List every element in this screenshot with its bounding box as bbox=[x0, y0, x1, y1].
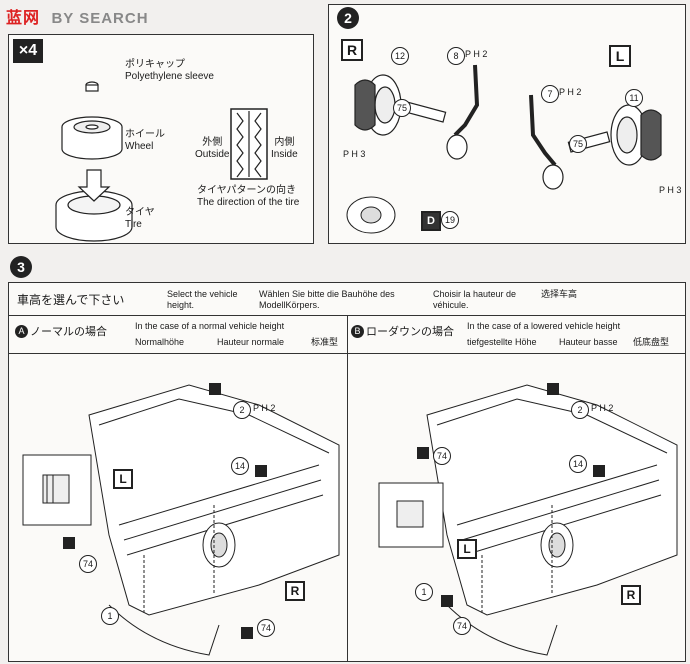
inside-jp: 内側 bbox=[274, 137, 295, 148]
option-b-de: tiefgestellte Höhe bbox=[467, 337, 537, 347]
count-badge: ×4 bbox=[13, 39, 43, 63]
b-part-74-callout-b: 74 bbox=[453, 617, 471, 635]
a-part-14-callout: 14 bbox=[231, 457, 249, 475]
b-left-marker: L bbox=[457, 539, 477, 559]
b-part-14-callout: 14 bbox=[569, 455, 587, 473]
option-b-cn: 低底盘型 bbox=[633, 337, 670, 347]
option-b-fr: Hauteur basse bbox=[559, 337, 618, 347]
option-a-cn: 标准型 bbox=[311, 337, 339, 347]
watermark-left: 蓝网 bbox=[6, 10, 41, 27]
option-b-header: B ローダウンの場合 bbox=[351, 323, 454, 339]
part-8-callout: 8 bbox=[447, 47, 465, 65]
sleeve-jp: ポリキャップ bbox=[125, 59, 185, 70]
b-part-74-callout-a: 74 bbox=[433, 447, 451, 465]
select-height-cn: 选择车高 bbox=[541, 289, 578, 299]
b-ph2-label: P H 2 bbox=[591, 403, 614, 413]
step3-number: 3 bbox=[10, 256, 32, 278]
ph3-label-b: P H 3 bbox=[659, 185, 682, 195]
wheel-jp: ホイール bbox=[125, 129, 165, 140]
chassis-normal-illustration bbox=[22, 383, 340, 656]
inside-label: 内側 Inside bbox=[271, 137, 298, 161]
decal-d-marker: D bbox=[421, 211, 441, 231]
step1-panel: ×4 ポリキャップ Polyethylene sleeve ホイール Wheel… bbox=[8, 34, 314, 244]
option-a-de: Normalhöhe bbox=[135, 337, 185, 347]
sleeve-en: Polyethylene sleeve bbox=[125, 71, 214, 82]
direction-jp: タイヤパターンの向き bbox=[197, 185, 296, 196]
tire-en: Tire bbox=[125, 219, 142, 230]
step2-panel: 2 R L 12 8 P H 2 75 P H 3 7 P H 2 11 75 … bbox=[328, 4, 686, 244]
a-ph2-label: P H 2 bbox=[253, 403, 276, 413]
option-b-jp: ローダウンの場合 bbox=[366, 326, 454, 338]
option-a-en: In the case of a normal vehicle height bbox=[135, 321, 285, 331]
select-height-de: Wählen Sie bitte die Bauhöhe des ModellK… bbox=[259, 289, 395, 310]
b-right-marker: R bbox=[621, 585, 641, 605]
inside-en: Inside bbox=[271, 149, 298, 160]
a-right-marker: R bbox=[285, 581, 305, 601]
outside-label: 外側 Outside bbox=[195, 137, 229, 161]
left-side-marker: L bbox=[609, 45, 631, 67]
tire-tread-illustration bbox=[230, 108, 268, 180]
right-side-marker: R bbox=[341, 39, 363, 61]
a-left-marker: L bbox=[113, 469, 133, 489]
option-b-letter: B bbox=[351, 324, 364, 338]
step3-panel: 車高を選んで下さい Select the vehicle height. Wäh… bbox=[8, 282, 686, 662]
part-19-callout: 19 bbox=[441, 211, 459, 229]
select-height-jp: 車高を選んで下さい bbox=[17, 293, 125, 307]
b-part-2-callout: 2 bbox=[571, 401, 589, 419]
wheel-label: ホイール Wheel bbox=[125, 129, 165, 153]
part-11-callout: 11 bbox=[625, 89, 643, 107]
tire-jp: タイヤ bbox=[125, 207, 155, 218]
right-brake-illustration bbox=[354, 64, 480, 160]
subheader-divider bbox=[9, 353, 685, 354]
a-part-1-callout: 1 bbox=[101, 607, 119, 625]
left-brake-illustration bbox=[529, 94, 662, 190]
select-height-fr: Choisir la hauteur de véhicule. bbox=[433, 289, 517, 310]
part-75-callout-a: 75 bbox=[393, 99, 411, 117]
outside-en: Outside bbox=[195, 149, 230, 160]
a-part-2-callout: 2 bbox=[233, 401, 251, 419]
option-a-letter: A bbox=[15, 324, 28, 338]
brake-disc-detail-illustration bbox=[346, 196, 396, 234]
wheel-assembly-illustration bbox=[55, 81, 133, 242]
chassis-lowered-illustration bbox=[378, 383, 678, 656]
option-b-en: In the case of a lowered vehicle height bbox=[467, 321, 621, 331]
direction-label: タイヤパターンの向き The direction of the tire bbox=[197, 185, 299, 209]
select-height-en: Select the vehicle height. bbox=[167, 289, 238, 310]
part-7-callout: 7 bbox=[541, 85, 559, 103]
part-75-callout-b: 75 bbox=[569, 135, 587, 153]
direction-en: The direction of the tire bbox=[197, 197, 300, 208]
sleeve-label: ポリキャップ Polyethylene sleeve bbox=[125, 59, 214, 83]
part-12-callout: 12 bbox=[391, 47, 409, 65]
option-a-header: A ノーマルの場合 bbox=[15, 323, 107, 339]
option-a-fr: Hauteur normale bbox=[217, 337, 285, 347]
tire-label: タイヤ Tire bbox=[125, 207, 155, 231]
outside-jp: 外側 bbox=[202, 137, 223, 148]
watermark-logo: 蓝网 BY SEARCH bbox=[6, 4, 149, 28]
b-part-1-callout: 1 bbox=[415, 583, 433, 601]
wheel-en: Wheel bbox=[125, 141, 154, 152]
option-a-jp: ノーマルの場合 bbox=[30, 326, 107, 338]
a-part-74-callout-b: 74 bbox=[257, 619, 275, 637]
ph2-label-b: P H 2 bbox=[559, 87, 582, 97]
step2-number: 2 bbox=[337, 7, 359, 29]
a-part-74-callout-a: 74 bbox=[79, 555, 97, 573]
ph3-label-a: P H 3 bbox=[343, 149, 366, 159]
ph2-label-a: P H 2 bbox=[465, 49, 488, 59]
watermark-right: BY SEARCH bbox=[51, 10, 149, 27]
option-divider bbox=[347, 315, 348, 661]
